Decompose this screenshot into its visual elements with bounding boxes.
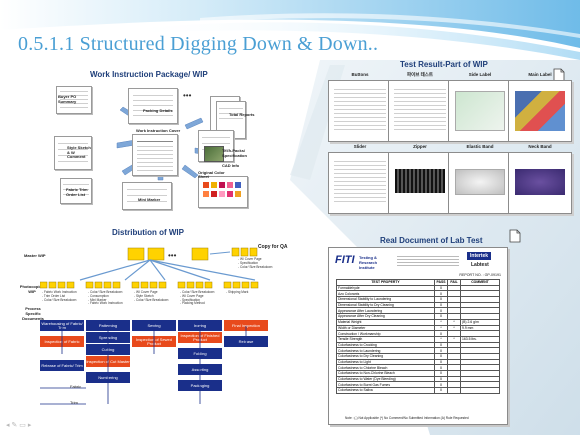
packing-details-doc: [128, 88, 178, 124]
tech-pack-label: Tech-Packs/ Specification: [222, 148, 247, 158]
style-sketch-doc: [54, 136, 92, 170]
table-row: Width or Diameter**9.9 mm: [336, 324, 500, 332]
test-result-title: Test Result-Part of WIP: [400, 60, 488, 69]
flow-connectors: [40, 326, 247, 405]
style-sketch-label: Style Sketch & W Comment: [67, 145, 91, 159]
svg-text:•••: •••: [183, 91, 192, 100]
lab-test-table: TEST PROPERTY PASS FAIL COMMENT Formalde…: [336, 279, 500, 394]
side-label-fabric: Fabric: [70, 384, 82, 389]
mini-marker-label: Mini Marker: [138, 197, 161, 202]
lab-test-title: Real Document of Lab Test: [380, 236, 483, 245]
column-note: - Color/ Size Breakdown: [180, 290, 215, 294]
buyer-po-summary-doc: [56, 86, 92, 114]
copy-for-qa-label: Copy for QA: [258, 244, 288, 250]
column-note: - Specification: [180, 297, 201, 302]
fabric-trim-doc: [60, 178, 92, 204]
column-note: - Mini Marker: [88, 297, 107, 302]
flow-step: Patterning: [86, 320, 130, 331]
intertek-logo: Intertek: [467, 252, 492, 260]
flow-step: Ironing: [178, 320, 222, 331]
cad-info-label: CAD Info: [222, 163, 240, 168]
color-sheet-doc: [198, 176, 248, 208]
svg-text:•••: •••: [168, 251, 177, 260]
distribution-tree: •••: [40, 247, 259, 289]
column-note: - Color/ Size Breakdown: [134, 297, 169, 302]
buyer-po-summary-label: Buyer PO Summary: [58, 94, 77, 104]
table-row: Colorfastness to Water (Dye Bleeding)X: [336, 375, 500, 383]
row-label-photocopied: Photocopied WIP: [19, 284, 45, 294]
test-tile-buttons: Buttons: [328, 72, 392, 142]
column-note: - Trim Order List: [42, 293, 66, 298]
copy-item-2: - Color/ Size Breakdown: [238, 265, 273, 269]
fiti-address: [397, 256, 459, 266]
column-note: - WI Cover Page: [134, 290, 158, 294]
column-note: - Packing Method: [180, 301, 205, 306]
test-result-panel-icon: [553, 68, 565, 82]
wip-package-title: Work Instruction Package/ WIP: [90, 70, 208, 79]
fabric-trim-label: Fabric Trim Order List: [66, 187, 88, 197]
flow-step: Final Inspection: [224, 320, 268, 331]
row-label-master: Master WIP: [24, 253, 46, 258]
report-no: REPORT NO. : GP-09191: [459, 273, 501, 277]
test-tile-pipe: 파이브 테스트: [388, 72, 452, 142]
column-note: - WI Cover Page: [180, 293, 204, 298]
column-note: - Color/ Size Breakdown: [42, 297, 77, 302]
test-tile-zipper: Zipper: [388, 144, 452, 214]
lab-test-document: FITI Testing & Research Institute Intert…: [328, 247, 508, 425]
table-row: Tensile Strength**163.5 lbs.: [336, 335, 500, 343]
mini-marker-doc: [122, 182, 172, 210]
side-label-trim: Trim: [70, 400, 78, 405]
slide-title: 0.5.1.1 Structured Digging Down & Down..: [18, 33, 379, 55]
packing-details-label: Packing Details: [143, 108, 173, 113]
row-label-process: Process Specific Documents: [22, 306, 44, 321]
column-note: - Color/ Size Breakdown: [88, 290, 123, 294]
copy-item-0: - W/ Cover Page: [238, 257, 262, 261]
column-note: - Fabric Work Instruction: [42, 290, 77, 294]
test-tile-neck-band: Neck Band: [508, 144, 572, 214]
lab-test-note: Note : (-) Not Applicable (*) No Comment…: [345, 416, 469, 420]
copy-item-1: - Specification: [238, 261, 259, 265]
lab-test-doc-icon: [509, 229, 521, 243]
total-reports-label: Total Reports: [229, 112, 255, 117]
column-note: - Shipping Mark: [226, 290, 249, 294]
slide-controls[interactable]: ◂ ✎ ▭ ▸: [6, 422, 32, 429]
tech-pack-photo: [204, 146, 224, 162]
distribution-title: Distribution of WIP: [112, 228, 184, 237]
column-note: - Style Sketch: [134, 293, 154, 298]
intertek-sub: Labtest: [471, 262, 489, 268]
test-tile-elastic-band: Elastic Band: [448, 144, 512, 214]
color-sheet-label: Original Color Sheet: [198, 170, 225, 179]
test-tile-side-label: Side Label: [448, 72, 512, 142]
header-swoosh: [0, 0, 580, 60]
column-note: - Fabric Work Instruction: [88, 301, 123, 306]
fiti-logo: FITI: [335, 254, 355, 266]
fiti-name: Testing & Research Institute: [359, 255, 378, 270]
wip-cover-label: Work Instruction Cover: [136, 128, 181, 133]
test-tile-slider: Slider: [328, 144, 392, 214]
column-note: - Consumption: [88, 293, 109, 298]
wip-cover-page: [132, 134, 178, 176]
table-row: Material Weight**(B) 2.6 g/m: [336, 318, 500, 326]
flow-step: Release of Fabric/ Trim: [40, 360, 84, 371]
flow-step: Sewing: [132, 320, 176, 331]
test-tile-main-label: Main Label: [508, 72, 572, 142]
